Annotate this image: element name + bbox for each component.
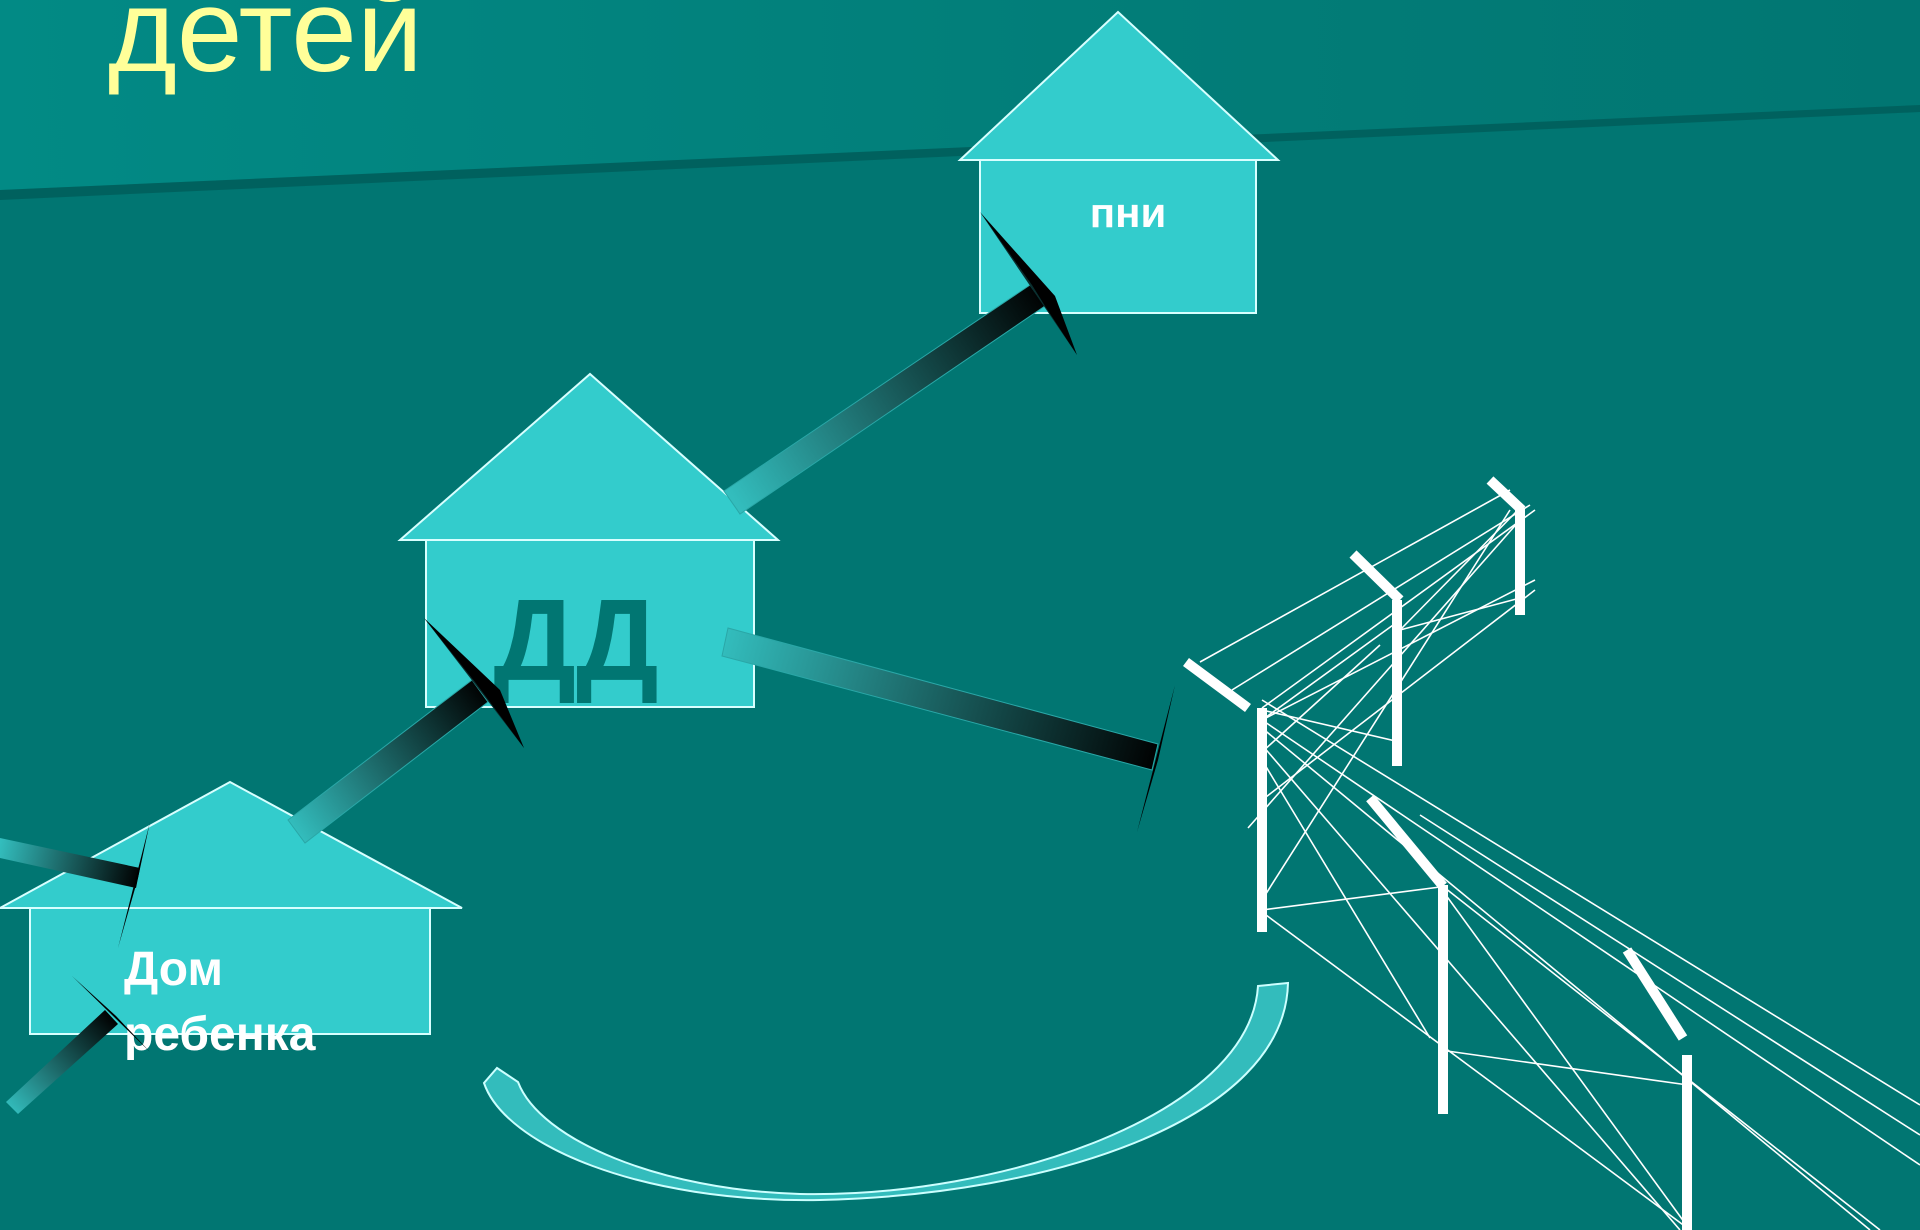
arrow-incoming-to-baby-home: [0, 822, 150, 948]
house-pni: пни: [957, 10, 1281, 314]
house-baby-home-label-line2: ребенка: [124, 1008, 316, 1061]
house-pni-label: пни: [1090, 189, 1167, 236]
arrow-baby-home-to-dd: [287, 618, 524, 844]
curved-return-arrow: [482, 981, 1290, 1202]
house-baby-home: Дом ребенка: [0, 780, 463, 1061]
house-dd: ДД: [397, 372, 781, 708]
house-baby-home-label-line1: Дом: [124, 943, 223, 996]
arrow-dd-to-fence: [721, 627, 1175, 832]
arrow-outgoing-from-baby-home: [6, 976, 150, 1114]
slide-title: детей: [108, 0, 423, 97]
house-dd-label: ДД: [493, 575, 658, 705]
arrow-dd-to-pni: [723, 212, 1077, 515]
barbed-wire-fence: [1183, 476, 1920, 1230]
